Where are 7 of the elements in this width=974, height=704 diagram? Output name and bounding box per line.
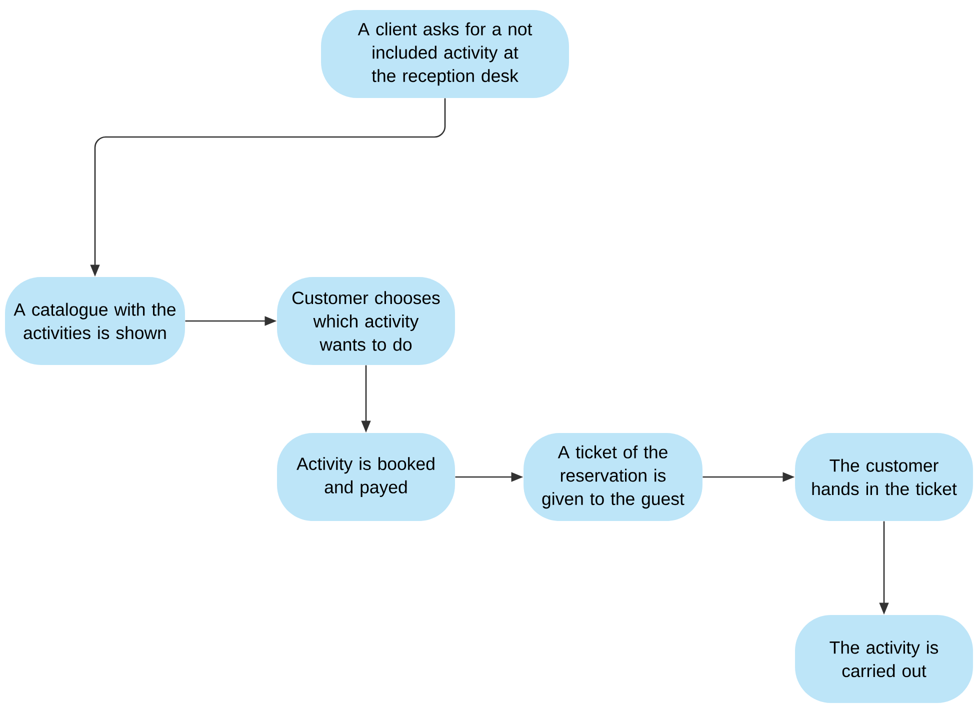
process-box: A ticket of the reservation is given to the guest bbox=[524, 433, 702, 521]
process-box: A catalogue with the activities is shown bbox=[5, 277, 185, 365]
process-box: Activity is booked and payed bbox=[277, 433, 455, 521]
process-box: The activity is carried out bbox=[795, 615, 973, 703]
process-box: The customer hands in the ticket bbox=[795, 433, 973, 521]
process-box: Customer chooses which activity wants to do bbox=[277, 277, 455, 365]
process-box: A client asks for a not included activity at the reception desk bbox=[321, 10, 569, 98]
